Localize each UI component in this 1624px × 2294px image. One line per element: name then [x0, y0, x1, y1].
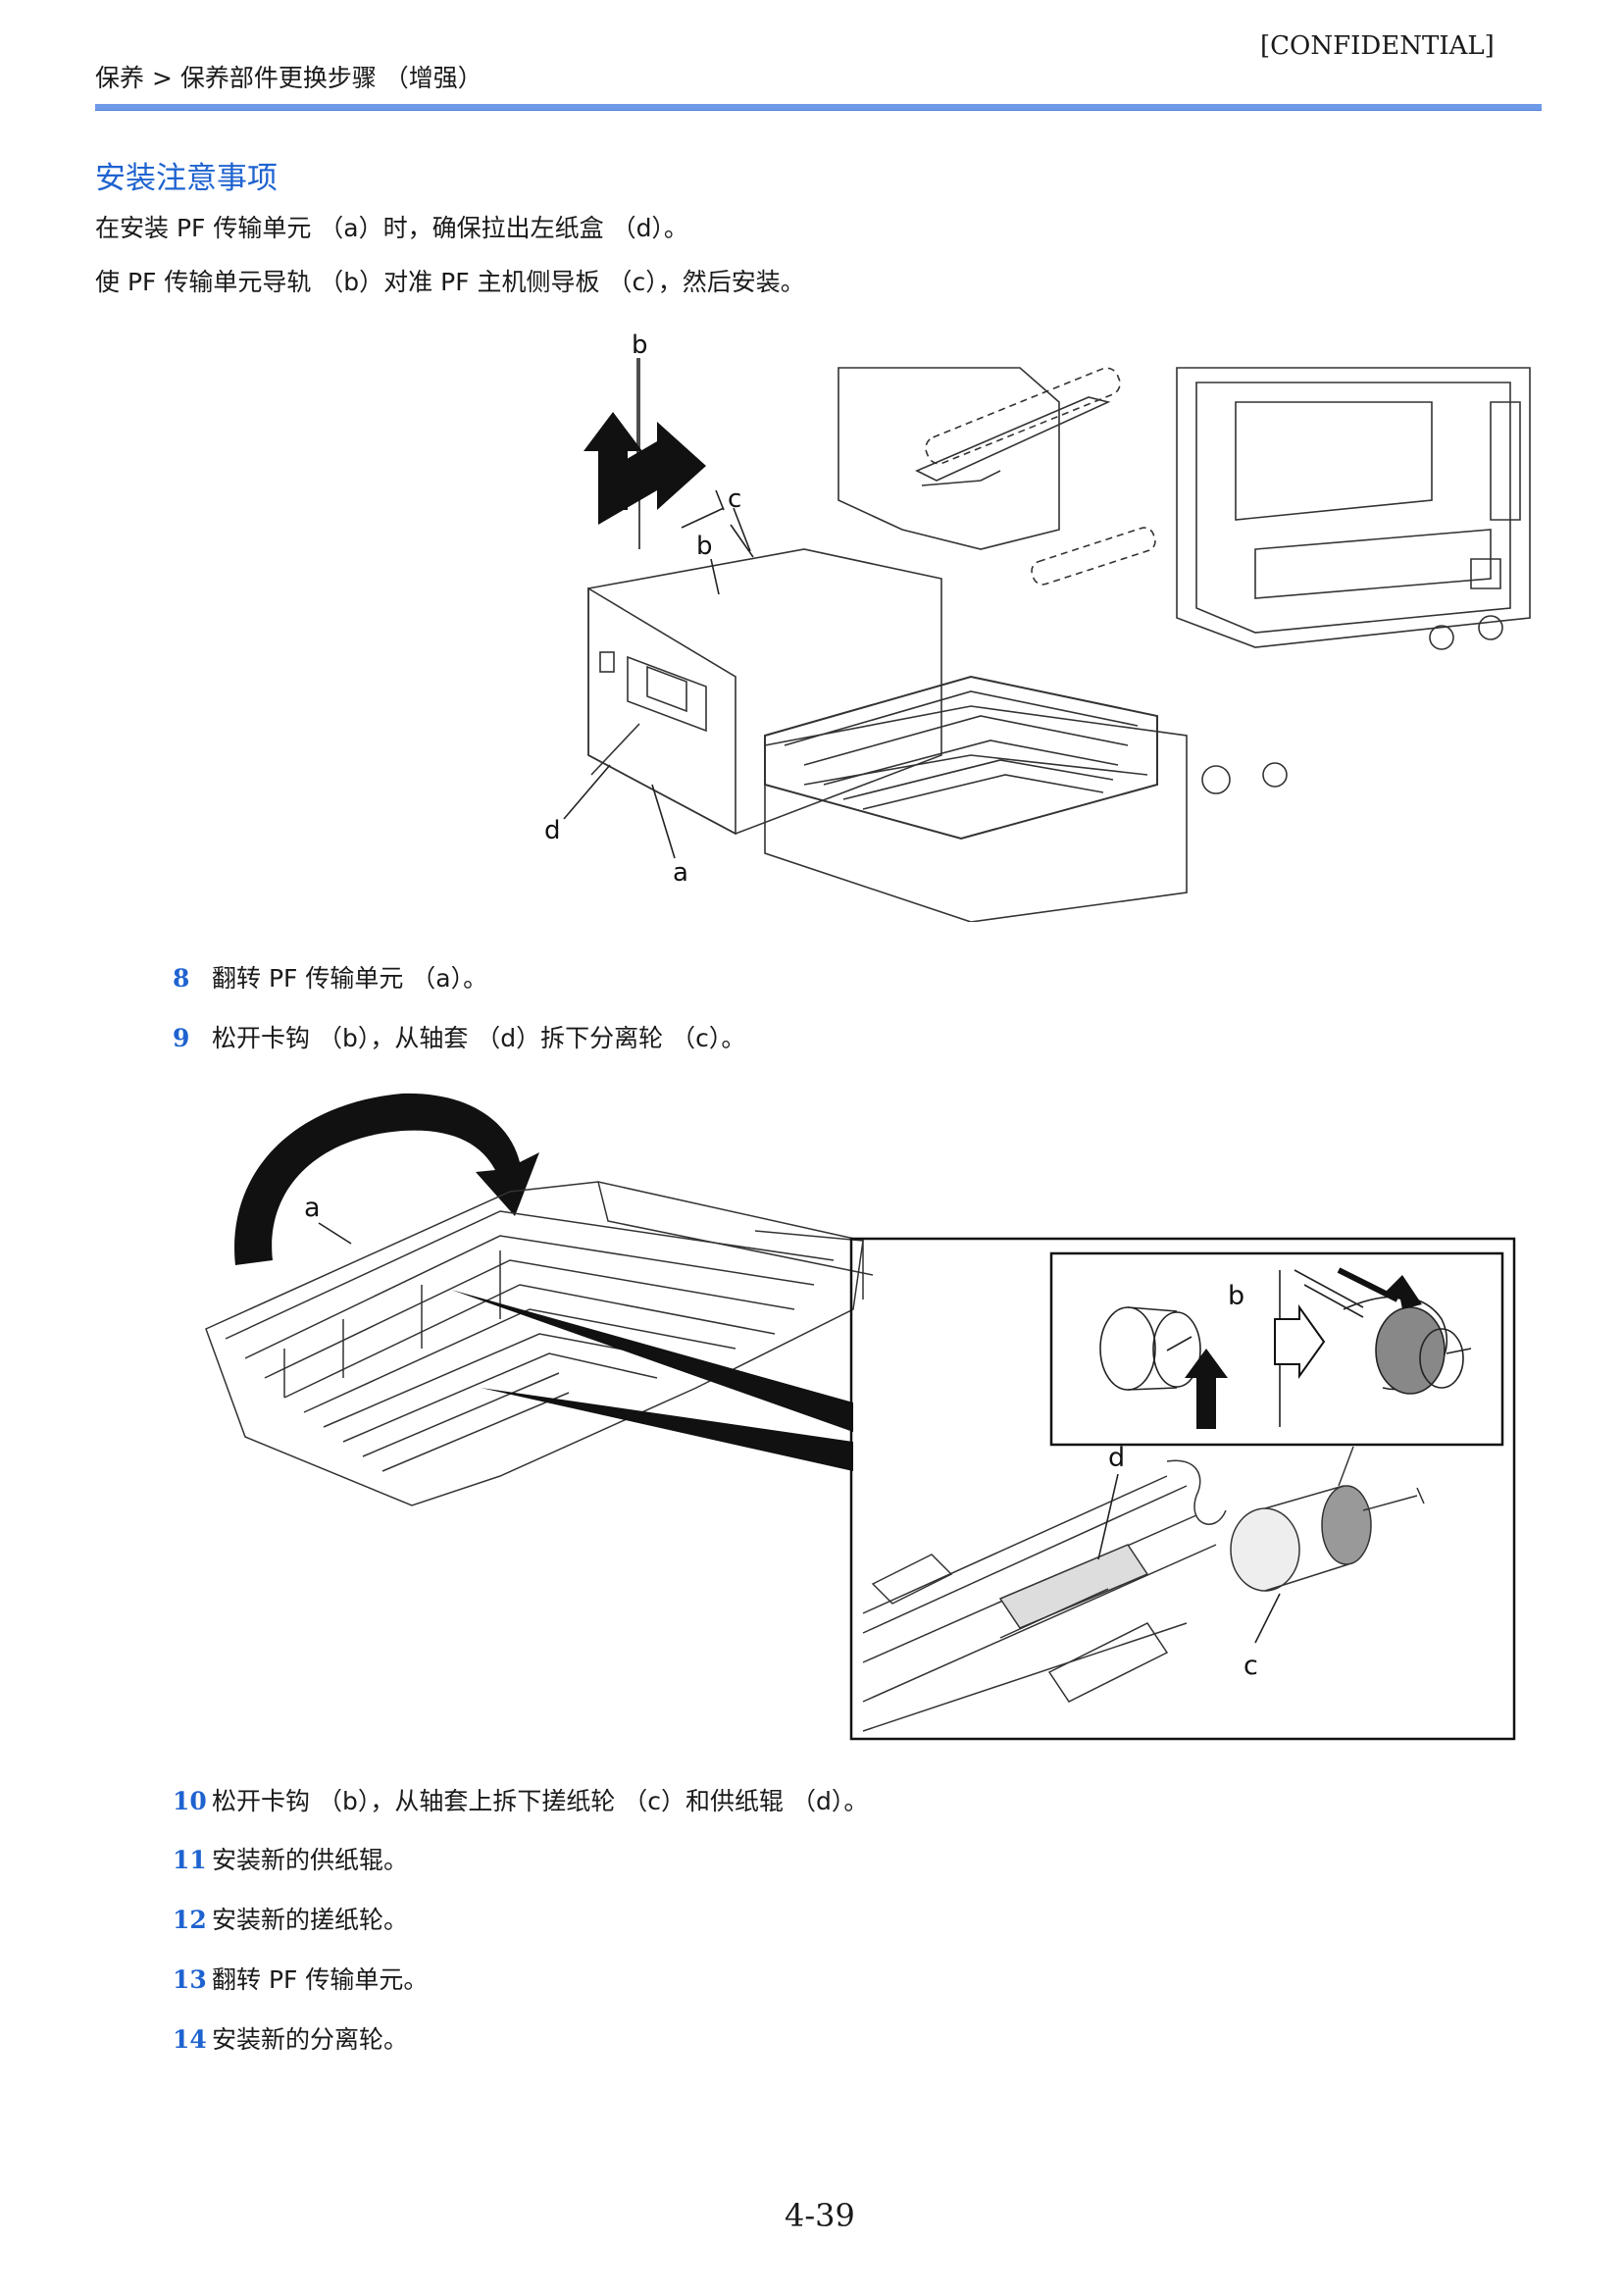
- svg-text:b: b: [632, 331, 648, 360]
- figure-remove-separation-roller: a: [205, 1093, 1516, 1741]
- note-align-guide-rails: 使 PF 传输单元导轨 （b）对准 PF 主机侧导板 （c），然后安装。: [95, 268, 805, 296]
- step-text: 松开卡钩 （b），从轴套 （d）拆下分离轮 （c）。: [212, 1024, 746, 1052]
- svg-text:d: d: [1108, 1443, 1125, 1473]
- figure-pf-unit-installation: b c b d a: [544, 331, 1531, 922]
- svg-text:c: c: [728, 484, 741, 514]
- header-divider: [95, 104, 1542, 111]
- step-text: 安装新的供纸辊。: [212, 1846, 409, 1874]
- breadcrumb: 保养 > 保养部件更换步骤 （增强）: [95, 64, 482, 92]
- step-text: 翻转 PF 传输单元。: [212, 1965, 429, 1994]
- note-pull-left-cassette: 在安装 PF 传输单元 （a）时，确保拉出左纸盒 （d）。: [95, 214, 688, 242]
- step-number: 12: [173, 1906, 207, 1934]
- step-number: 13: [173, 1965, 207, 1994]
- step-9: 9 松开卡钩 （b），从轴套 （d）拆下分离轮 （c）。: [173, 1019, 745, 1054]
- step-text: 安装新的搓纸轮。: [212, 1906, 409, 1934]
- page-number: 4-39: [785, 2197, 855, 2234]
- step-number: 11: [173, 1846, 207, 1874]
- confidential-mark: [CONFIDENTIAL]: [1260, 31, 1495, 61]
- svg-text:a: a: [673, 858, 688, 888]
- svg-text:b: b: [1228, 1281, 1244, 1311]
- svg-text:a: a: [304, 1193, 321, 1223]
- step-8: 8 翻转 PF 传输单元 （a）。: [173, 959, 487, 994]
- svg-text:c: c: [1243, 1651, 1258, 1681]
- step-number: 8: [173, 964, 190, 993]
- section-title: 安装注意事项: [95, 161, 278, 196]
- step-text: 翻转 PF 传输单元 （a）。: [212, 964, 488, 993]
- step-text: 松开卡钩 （b），从轴套上拆下搓纸轮 （c）和供纸辊 （d）。: [212, 1787, 869, 1815]
- step-number: 14: [173, 2025, 207, 2054]
- svg-text:b: b: [696, 532, 713, 561]
- svg-text:d: d: [544, 816, 561, 845]
- step-number: 9: [173, 1024, 190, 1052]
- step-text: 安装新的分离轮。: [212, 2025, 409, 2054]
- step-number: 10: [173, 1787, 207, 1815]
